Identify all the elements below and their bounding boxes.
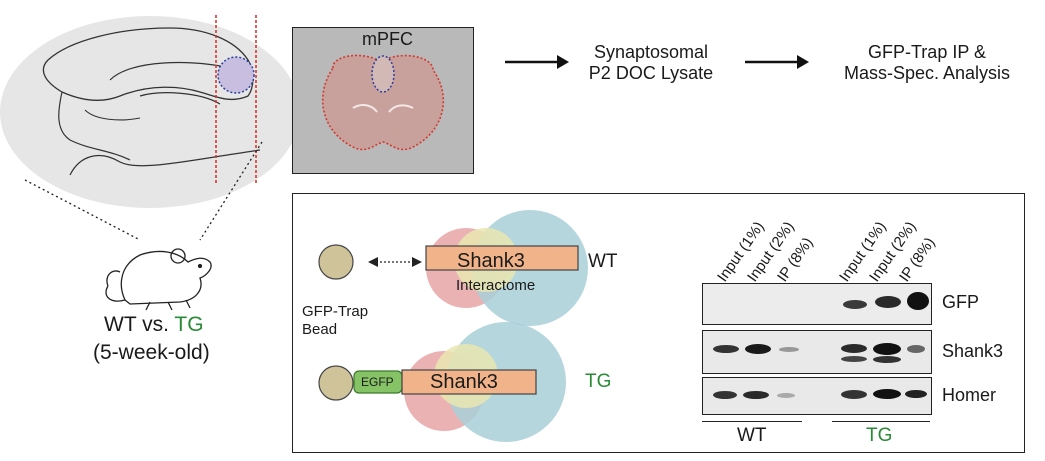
shank3-label-wt: Shank3 bbox=[457, 250, 525, 272]
blot-band bbox=[873, 389, 901, 399]
blot-band bbox=[743, 391, 769, 399]
blot-band bbox=[843, 300, 867, 309]
blot-band bbox=[873, 356, 901, 363]
experiment-panel bbox=[292, 193, 1025, 453]
arrow-right-icon bbox=[745, 55, 809, 69]
blot-band bbox=[907, 292, 929, 310]
flow-step-lysate: Synaptosomal P2 DOC Lysate bbox=[572, 42, 730, 84]
blot-band bbox=[873, 343, 901, 355]
interactome-label: Interactome bbox=[456, 277, 536, 294]
double-arrow-icon bbox=[368, 257, 422, 267]
gfp-trap-bead-label-1: GFP-Trap bbox=[302, 303, 369, 320]
mouse-icon bbox=[105, 248, 212, 311]
flow-step-ip-ms: GFP-Trap IP & Mass-Spec. Analysis bbox=[832, 42, 1022, 84]
shank3-box-tg bbox=[401, 369, 537, 395]
tg-schematic-label: TG bbox=[585, 371, 612, 392]
blot-band bbox=[905, 390, 927, 398]
flow-step-lysate-line2: P2 DOC Lysate bbox=[588, 63, 714, 83]
tg-group-line bbox=[832, 421, 930, 422]
shank3-box-wt bbox=[425, 245, 579, 271]
blot-band bbox=[875, 296, 901, 308]
egfp-label: EGFP bbox=[361, 375, 394, 389]
flow-step-ip-ms-line1: GFP-Trap IP & bbox=[867, 42, 987, 62]
blot-row-label-shank3: Shank3 bbox=[942, 341, 1004, 361]
blot-strip-homer bbox=[702, 377, 932, 415]
shank3-label-tg: Shank3 bbox=[430, 371, 498, 393]
arrow-right-icon bbox=[505, 55, 569, 69]
genotype-comparison-label: WT vs. TG bbox=[104, 314, 204, 335]
flow-step-lysate-line1: Synaptosomal bbox=[593, 42, 709, 62]
blot-band bbox=[779, 347, 799, 352]
blot-row-label-gfp: GFP bbox=[942, 292, 980, 312]
wt-label: WT vs. bbox=[104, 313, 169, 336]
age-label: (5-week-old) bbox=[93, 341, 210, 364]
brain-sagittal-diagram bbox=[0, 15, 300, 311]
blot-band bbox=[713, 345, 739, 353]
blot-strip-gfp bbox=[702, 283, 932, 325]
gfp-trap-bead-label-2: Bead bbox=[302, 321, 338, 338]
blot-band bbox=[841, 356, 867, 362]
blot-band bbox=[841, 390, 867, 399]
interactome-schematic bbox=[318, 210, 588, 442]
blot-band bbox=[713, 391, 737, 399]
gfp-trap-bead-wt bbox=[318, 244, 354, 280]
blot-group-tg: TG bbox=[866, 425, 893, 446]
brain-slice-image bbox=[321, 54, 445, 151]
flow-step-ip-ms-line2: Mass-Spec. Analysis bbox=[843, 63, 1011, 83]
wt-schematic-label: WT bbox=[588, 251, 618, 272]
blot-band bbox=[745, 344, 771, 354]
wt-group-line bbox=[702, 421, 802, 422]
blot-strip-shank3 bbox=[702, 330, 932, 374]
mpfc-label: mPFC bbox=[362, 29, 413, 49]
tg-label: TG bbox=[174, 313, 204, 336]
blot-band bbox=[841, 344, 867, 353]
blot-row-label-homer: Homer bbox=[942, 385, 997, 405]
blot-group-wt: WT bbox=[737, 425, 767, 446]
blot-band bbox=[907, 345, 925, 353]
blot-band bbox=[777, 393, 795, 398]
gfp-trap-bead-tg bbox=[318, 365, 354, 401]
brain-slice-photo bbox=[292, 27, 474, 174]
